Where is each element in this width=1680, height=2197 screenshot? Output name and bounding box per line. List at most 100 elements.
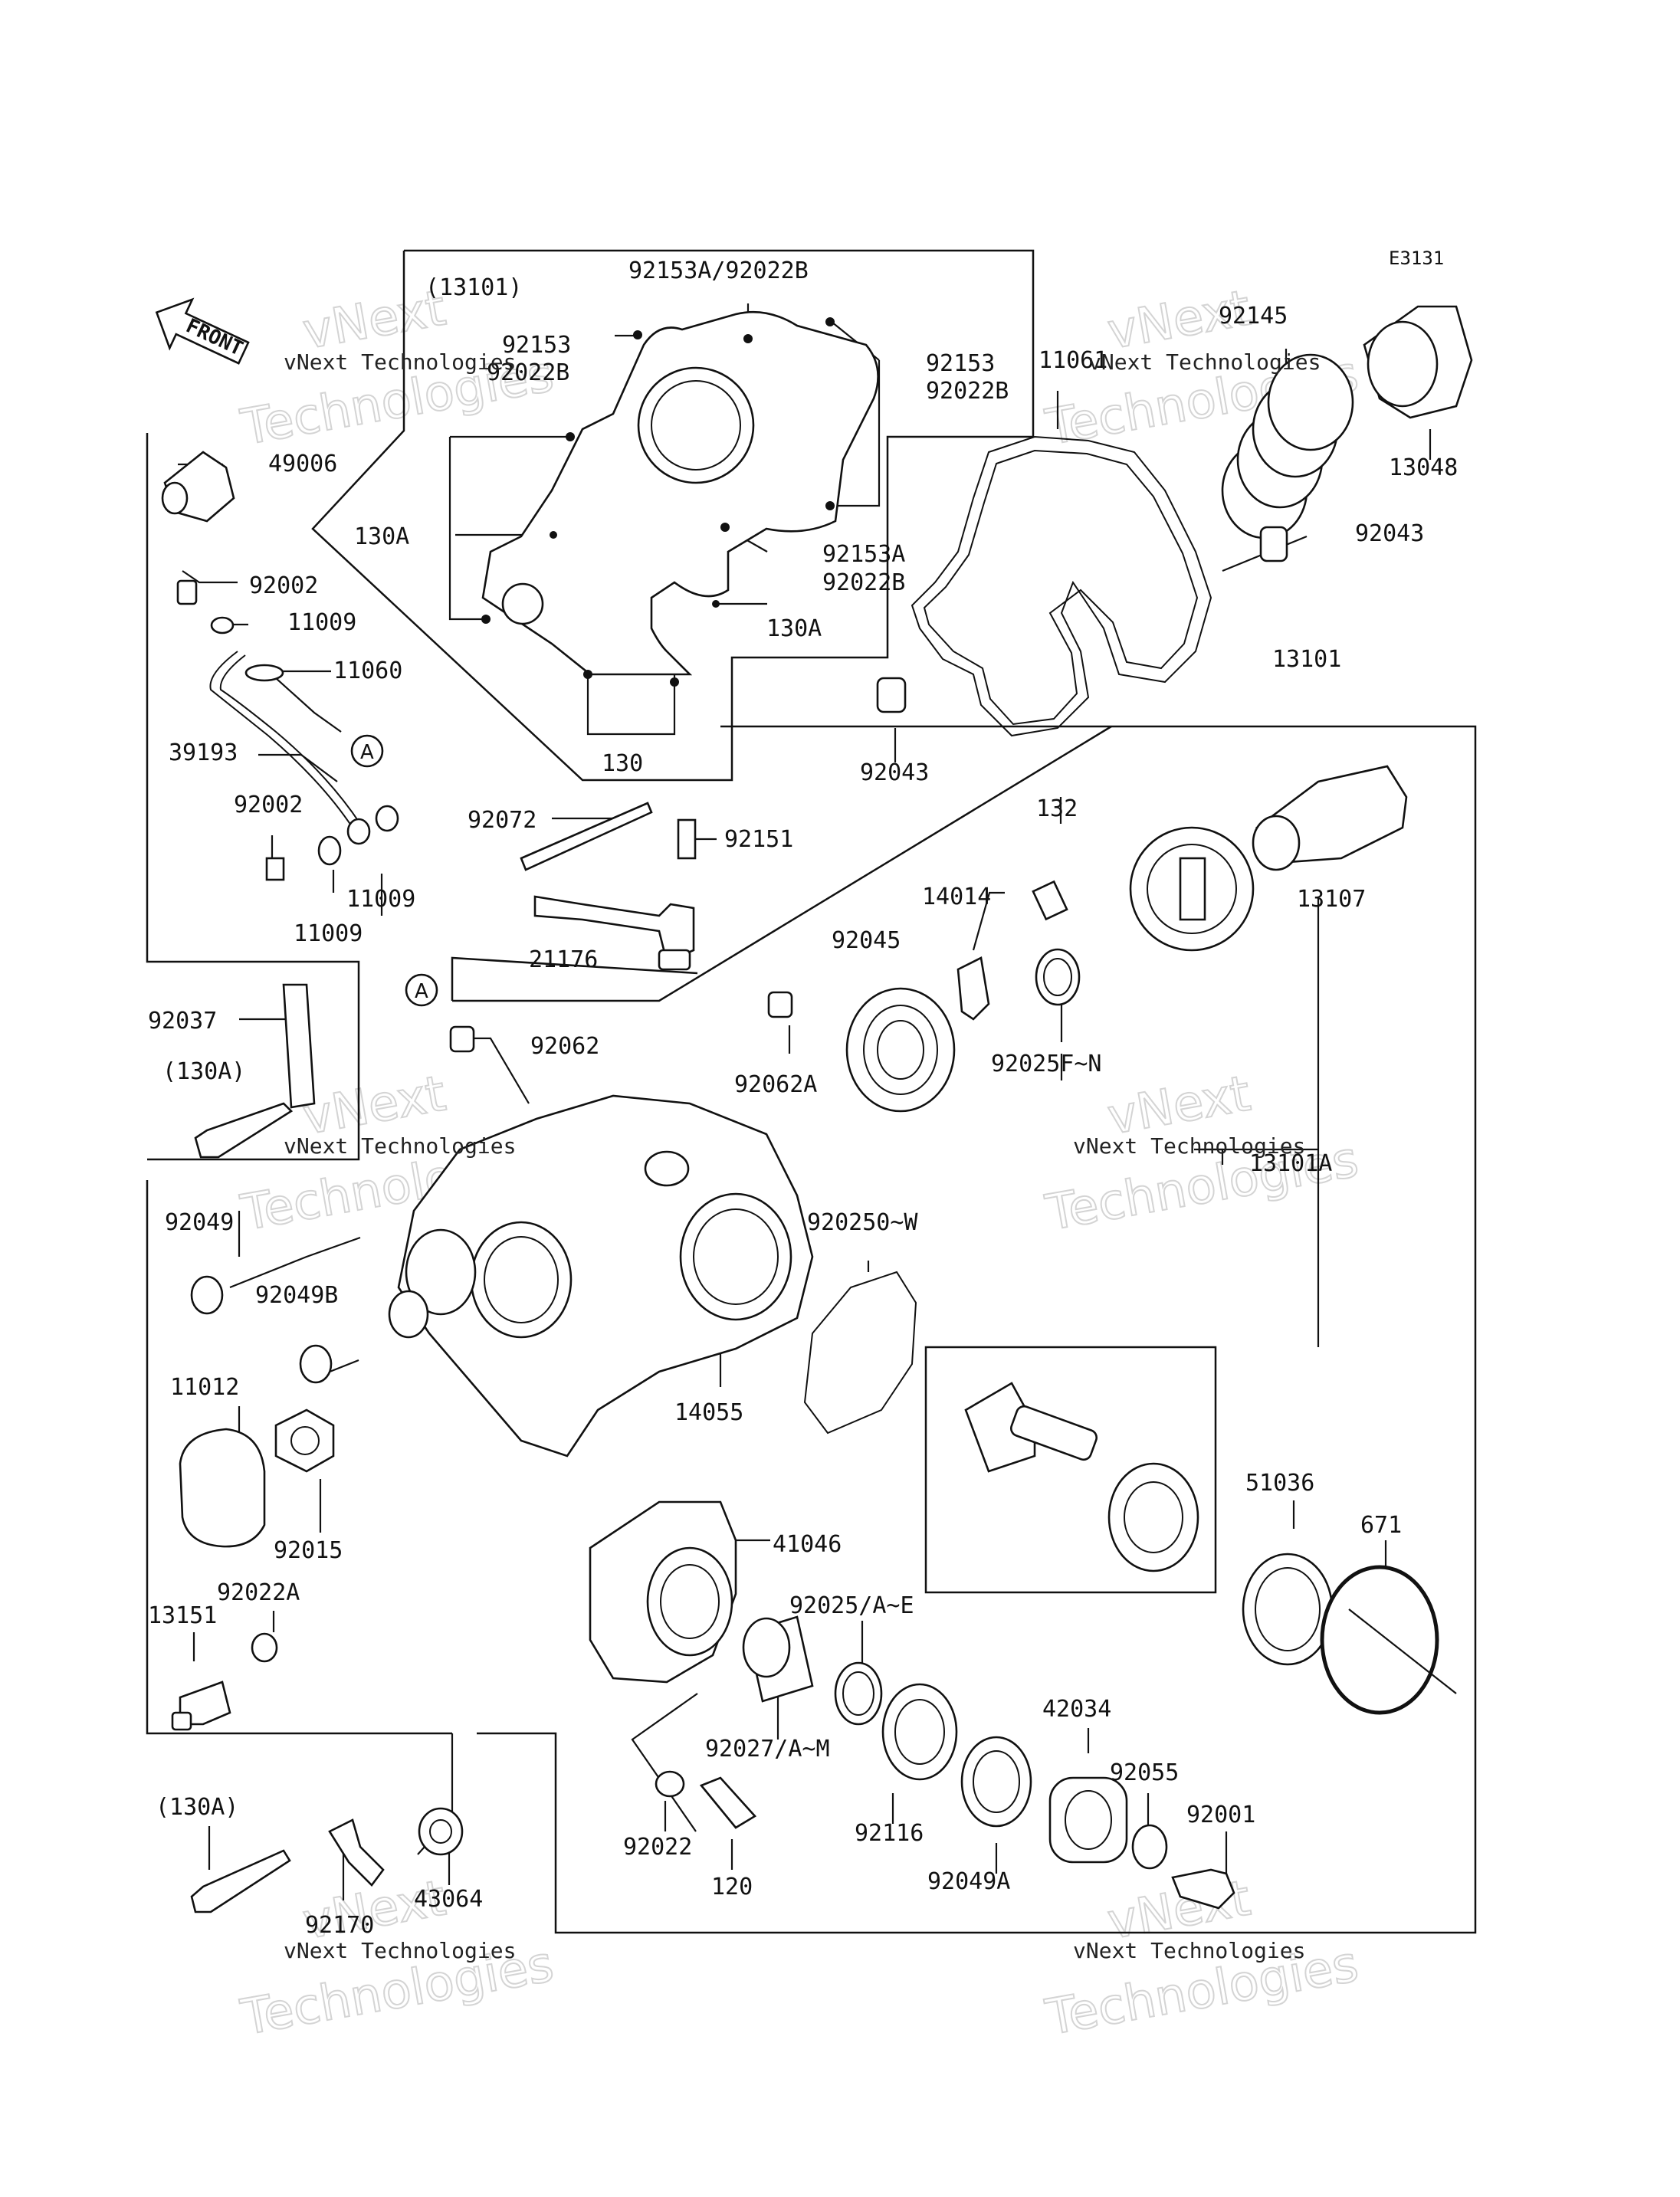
label-92145: 92145 [1219, 303, 1288, 330]
label-92022B-3: 92022B [822, 569, 905, 596]
bushing-92043-b [876, 677, 907, 713]
shim-92025FN [1035, 948, 1081, 1006]
case-seal-bore [470, 1221, 573, 1339]
washer-11009-mid [317, 835, 342, 866]
label-51036: 51036 [1245, 1470, 1314, 1497]
label-92170: 92170 [305, 1912, 374, 1939]
label-11061: 11061 [1039, 347, 1107, 374]
label-92025AE: 92025/A~E [789, 1592, 914, 1619]
washer-92022 [655, 1770, 685, 1798]
case-bearing-bore [679, 1192, 792, 1321]
label-43064: 43064 [414, 1886, 483, 1913]
frame-13101-upper [451, 956, 698, 1001]
grommet-43064 [418, 1807, 464, 1856]
hose-39193 [209, 651, 353, 828]
label-13151: 13151 [148, 1602, 217, 1629]
label-14014: 14014 [922, 884, 991, 910]
plug-92062A [767, 991, 793, 1018]
bolt-130A-upper [194, 1102, 294, 1159]
label-92153-right: 92153 [926, 350, 995, 377]
frame-left-seal-group [146, 1180, 452, 1735]
label-14055: 14055 [674, 1399, 743, 1426]
cover-13101 [481, 310, 879, 676]
label-92049A: 92049A [927, 1868, 1010, 1895]
bearing-92045 [845, 987, 956, 1113]
gear-13101 [1129, 826, 1255, 952]
pinion-subassembly [964, 1382, 1199, 1572]
label-92055: 92055 [1110, 1759, 1179, 1786]
label-130A-2: 130A [766, 615, 822, 642]
label-92153-left: 92153 [502, 332, 571, 359]
label-92022A: 92022A [217, 1579, 300, 1606]
frame-main-group [477, 725, 1477, 1934]
plug-92062 [449, 1025, 475, 1053]
watermark-brand-3: vNext Technologies [284, 1133, 516, 1159]
label-92151: 92151 [724, 826, 793, 853]
label-13048: 13048 [1389, 454, 1458, 481]
cable-tie-92072 [520, 802, 653, 871]
label-92037: 92037 [148, 1008, 217, 1035]
bracket-92170 [328, 1818, 385, 1887]
label-671: 671 [1360, 1512, 1402, 1539]
label-92002-2: 92002 [234, 792, 303, 818]
seal-92049A [960, 1736, 1032, 1828]
watermark-brand-1: vNext Technologies [284, 349, 516, 375]
label-92049B: 92049B [255, 1282, 338, 1309]
label-92043-1: 92043 [1355, 520, 1424, 547]
label-92015: 92015 [274, 1537, 343, 1564]
label-92022B-left: 92022B [487, 359, 569, 386]
label-92072: 92072 [468, 807, 536, 834]
label-92049: 92049 [165, 1209, 234, 1236]
seal-51036 [1242, 1553, 1334, 1666]
o-ring-92055 [1131, 1824, 1168, 1870]
label-92043-2: 92043 [860, 759, 929, 786]
label-92062: 92062 [530, 1033, 599, 1060]
plate-14014 [956, 956, 990, 1021]
frame-breather-group [146, 433, 360, 1161]
washer-11009-top [210, 616, 235, 635]
callout-a-upper [350, 734, 384, 768]
label-49006: 49006 [268, 451, 337, 477]
diagram-code: E3131 [1389, 248, 1444, 269]
label-11009-1: 11009 [287, 609, 356, 636]
label-130A-1: 130A [354, 523, 409, 550]
label-11009-3: 11009 [294, 920, 363, 947]
bushing-92043-a [1259, 526, 1288, 562]
group-frames [146, 249, 1477, 1934]
bolt-120 [699, 1776, 757, 1829]
cap-11012 [179, 1428, 266, 1548]
label-92001: 92001 [1186, 1802, 1255, 1828]
gasket-11061 [911, 435, 1212, 737]
callout-a-lower [405, 973, 438, 1007]
frame-13101-left [452, 725, 1112, 1002]
speed-sensor-21176 [533, 895, 695, 963]
bolt-92001 [1171, 1868, 1235, 1910]
callout-a-lower-text: A [415, 980, 428, 1003]
clamp-11060 [244, 664, 284, 682]
label-13101A: 13101A [1249, 1150, 1332, 1177]
label-120: 120 [711, 1874, 753, 1900]
label-41046: 41046 [773, 1531, 842, 1558]
label-13101: 13101 [1272, 646, 1341, 673]
nut-92015 [274, 1408, 335, 1473]
seal-92049 [190, 1275, 224, 1315]
part-labels: E3131 (13101) 92153A/92022B 92153 92022B… [148, 248, 1458, 1939]
watermark-brand-texts: vNext Technologies vNext Technologies vN… [284, 349, 1321, 1963]
front-marker-text: FRONT [182, 314, 247, 360]
label-42034: 42034 [1042, 1696, 1111, 1723]
label-92022B-right: 92022B [926, 378, 1009, 405]
label-92002-1: 92002 [249, 572, 318, 599]
bolt-130A-lower [190, 1849, 291, 1913]
label-92045: 92045 [832, 927, 901, 954]
watermark-brand-5: vNext Technologies [284, 1938, 516, 1963]
coupling-42034 [1048, 1776, 1128, 1864]
bolt-92002-top [176, 579, 198, 605]
cover-bore [637, 366, 755, 484]
bolt-132 [1032, 880, 1068, 921]
label-920250W: 920250~W [807, 1209, 918, 1236]
seal-92049B [388, 1290, 429, 1339]
bolt-92151 [677, 818, 697, 860]
frame-cover-group [311, 249, 1035, 782]
label-130A-paren-1: (130A) [162, 1058, 245, 1085]
label-39193: 39193 [169, 739, 238, 766]
